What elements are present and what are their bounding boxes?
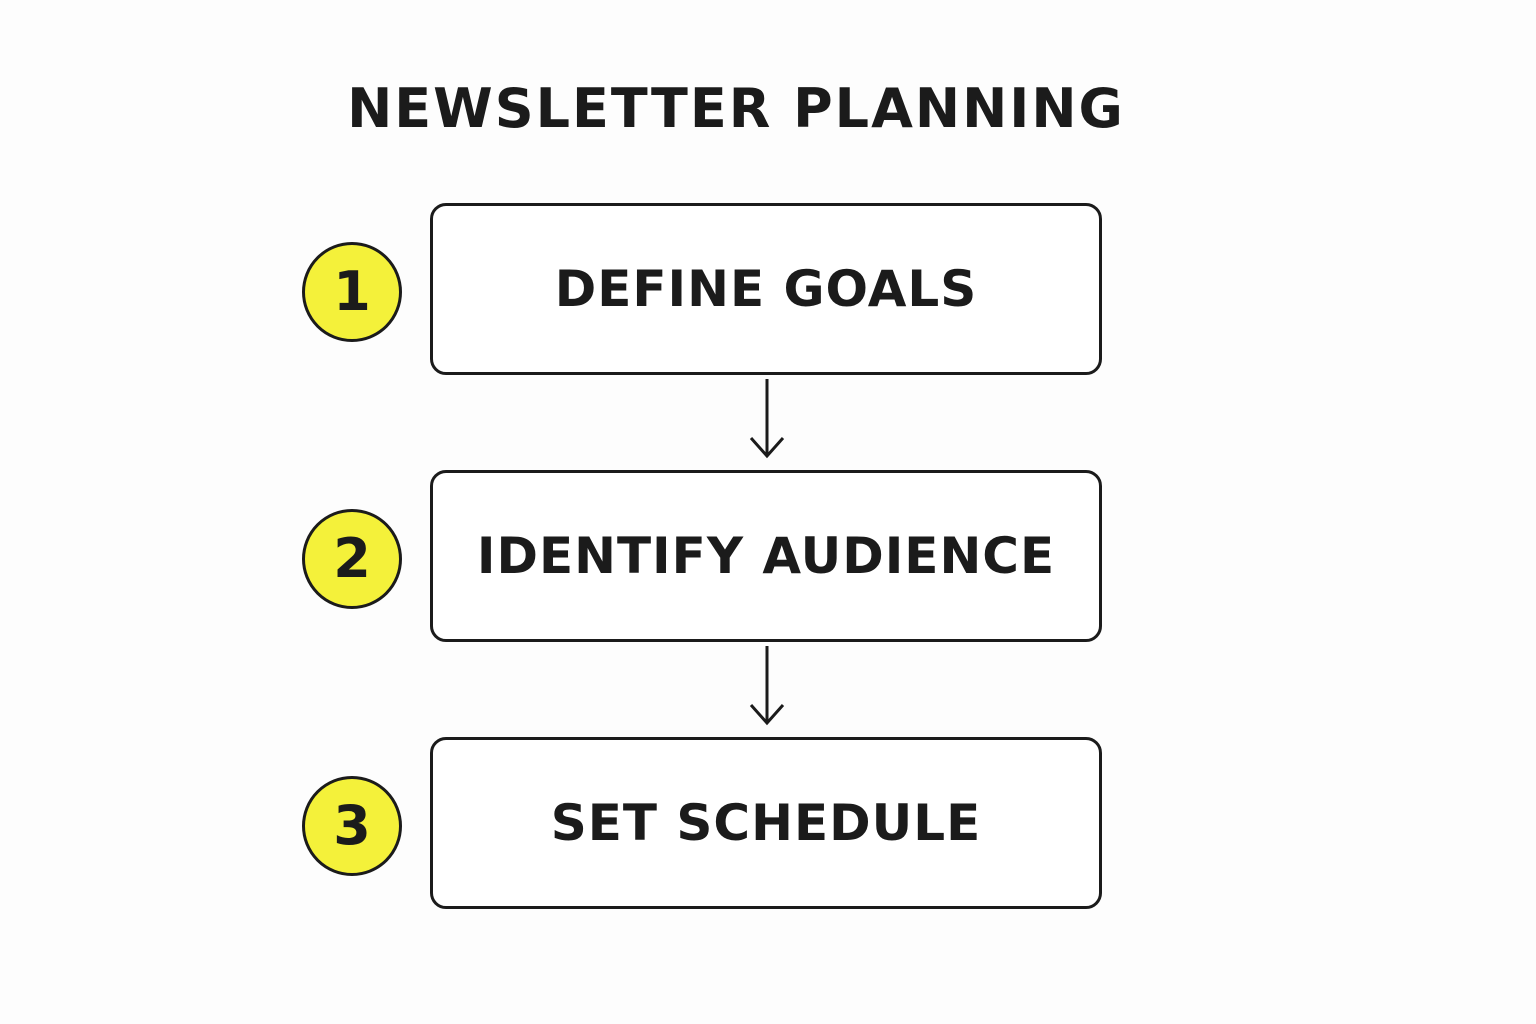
step-3-box: SET SCHEDULE: [430, 737, 1102, 909]
step-1-box: DEFINE GOALS: [430, 203, 1102, 375]
diagram-title: NEWSLETTER PLANNING: [347, 77, 1125, 140]
step-2-number-badge: 2: [302, 509, 402, 609]
step-3-number-badge: 3: [302, 776, 402, 876]
step-3-number: 3: [333, 794, 371, 857]
step-2-label: IDENTIFY AUDIENCE: [476, 527, 1056, 585]
arrow-down-icon: [749, 646, 785, 726]
arrow-down-icon: [749, 379, 785, 459]
step-2-box: IDENTIFY AUDIENCE: [430, 470, 1102, 642]
step-3-label: SET SCHEDULE: [550, 794, 982, 852]
step-1-number: 1: [333, 260, 371, 323]
step-1-label: DEFINE GOALS: [554, 260, 978, 318]
step-1-number-badge: 1: [302, 242, 402, 342]
step-2-number: 2: [333, 527, 371, 590]
